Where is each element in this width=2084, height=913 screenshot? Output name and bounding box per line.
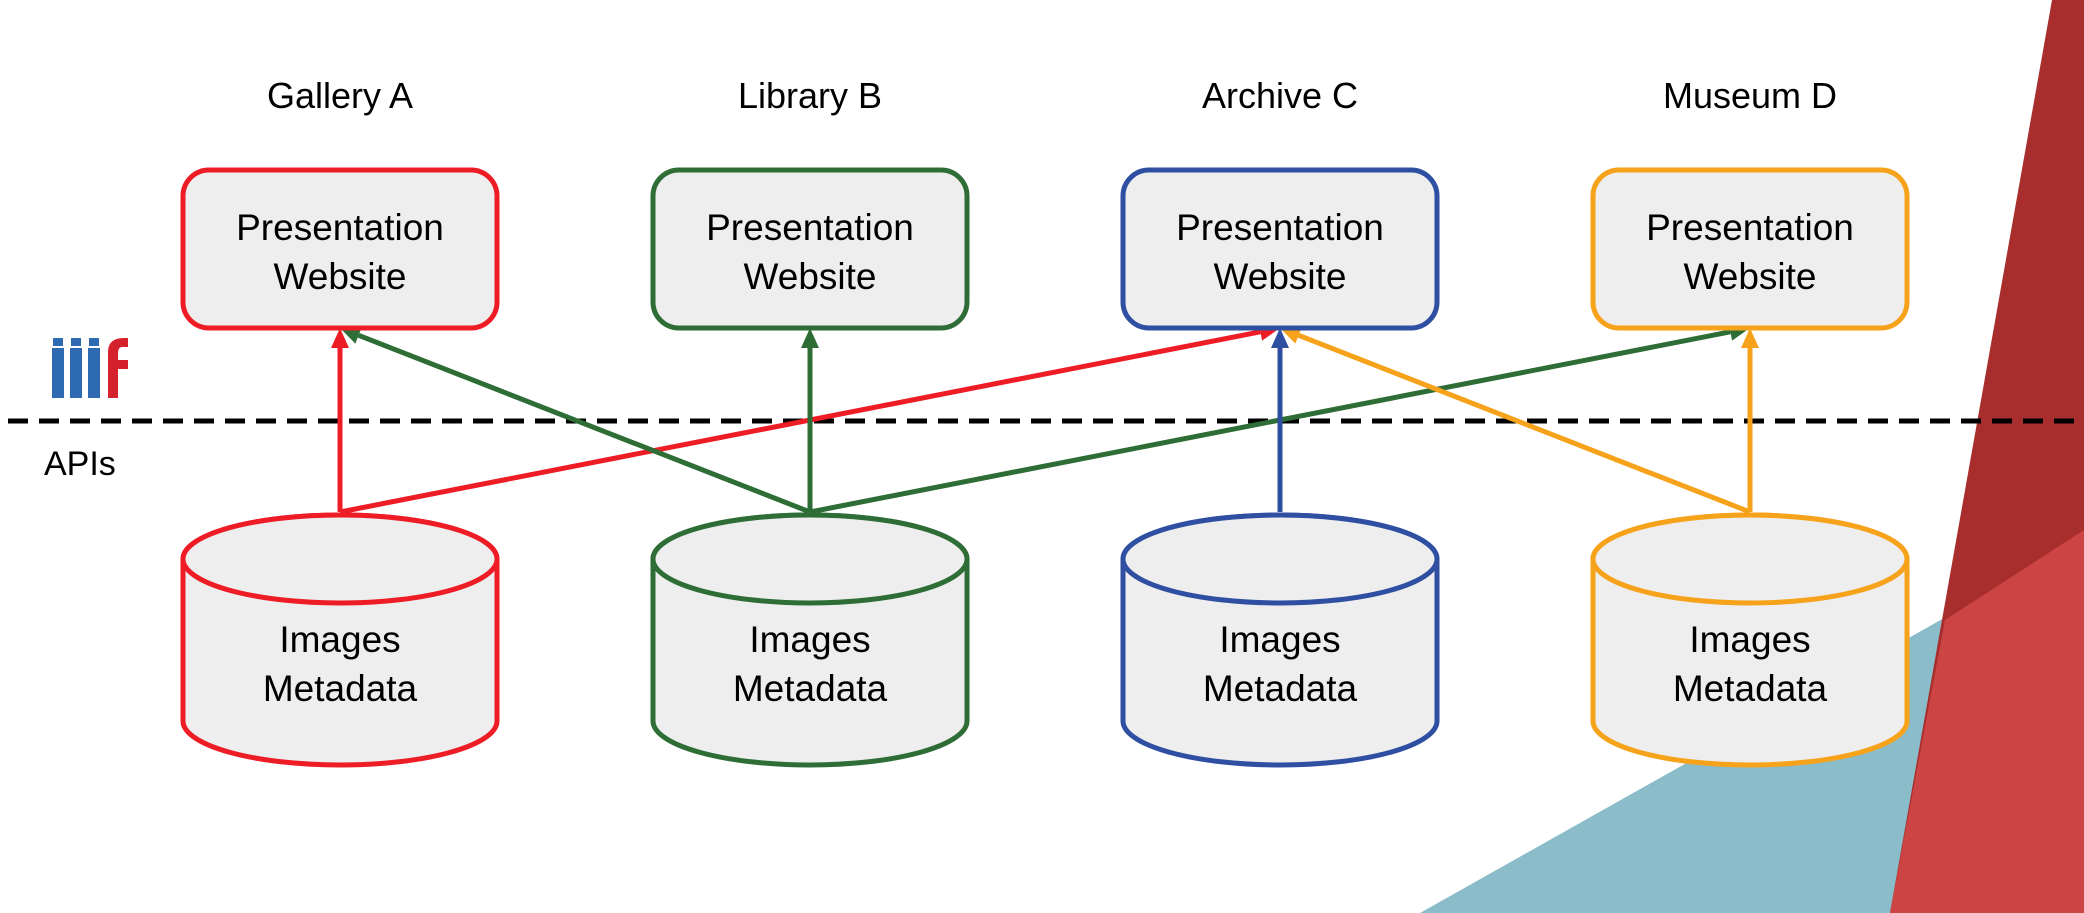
presentation-website-label-library-b: Website xyxy=(744,256,877,297)
arrow-museum-d-to-archive-c xyxy=(1280,326,1751,515)
images-metadata-label-library-b: Images xyxy=(749,619,870,660)
api-label: APIs xyxy=(44,445,116,483)
presentation-website-label-gallery-a: Presentation xyxy=(236,207,444,248)
arrow-shaft xyxy=(357,332,811,515)
arrow-head xyxy=(1741,328,1759,348)
arrow-head xyxy=(331,328,349,348)
iiif-logo xyxy=(52,338,128,398)
column-museum-d: Museum D PresentationWebsiteImagesMetadat… xyxy=(1590,75,1910,768)
institution-name-museum-d: Museum D xyxy=(1663,75,1837,116)
images-metadata-label-library-b: Metadata xyxy=(733,668,888,709)
images-metadata-label-archive-c: Metadata xyxy=(1203,668,1358,709)
presentation-website-box-gallery-a xyxy=(180,167,500,331)
presentation-website-label-gallery-a: Website xyxy=(274,256,407,297)
presentation-website-label-archive-c: Presentation xyxy=(1176,207,1384,248)
presentation-website-box-museum-d xyxy=(1590,167,1910,331)
arrow-gallery-a-to-gallery-a xyxy=(331,328,349,512)
iiif-logo-dot-2 xyxy=(71,338,81,346)
presentation-website-label-archive-c: Website xyxy=(1214,256,1347,297)
institution-columns: Gallery A PresentationWebsiteImagesMetada… xyxy=(180,75,1910,768)
images-metadata-label-museum-d: Metadata xyxy=(1673,668,1828,709)
arrow-shaft xyxy=(339,329,1261,515)
iiif-logo-dot-3 xyxy=(89,338,99,346)
arrow-head xyxy=(801,328,819,348)
images-metadata-label-gallery-a: Metadata xyxy=(263,668,418,709)
store-top-archive-c xyxy=(1120,512,1440,606)
arrow-head xyxy=(1271,328,1289,348)
iiif-logo-f xyxy=(108,338,128,398)
column-archive-c: Archive C PresentationWebsiteImagesMetada… xyxy=(1120,75,1440,768)
connections-layer xyxy=(331,323,1759,515)
arrow-shaft xyxy=(1297,332,1751,515)
column-library-b: Library B PresentationWebsiteImagesMetada… xyxy=(650,75,970,768)
iiif-logo-stem-2 xyxy=(70,348,82,398)
iiif-logo-stem-1 xyxy=(52,348,64,398)
arrow-head xyxy=(340,326,362,344)
iiif-logo-dot-1 xyxy=(53,338,63,346)
institution-name-library-b: Library B xyxy=(738,75,882,116)
arrow-library-b-to-library-b xyxy=(801,328,819,512)
store-top-library-b xyxy=(650,512,970,606)
arrow-shaft xyxy=(809,329,1731,515)
presentation-website-label-museum-d: Website xyxy=(1684,256,1817,297)
arrow-library-b-to-gallery-a xyxy=(340,326,811,515)
presentation-website-label-museum-d: Presentation xyxy=(1646,207,1854,248)
iiif-logo-stem-3 xyxy=(88,348,100,398)
images-metadata-label-museum-d: Images xyxy=(1689,619,1810,660)
column-gallery-a: Gallery A PresentationWebsiteImagesMetada… xyxy=(180,75,500,768)
presentation-website-box-archive-c xyxy=(1120,167,1440,331)
arrow-head xyxy=(1280,326,1302,344)
institution-name-archive-c: Archive C xyxy=(1202,75,1358,116)
images-metadata-label-archive-c: Images xyxy=(1219,619,1340,660)
images-metadata-label-gallery-a: Images xyxy=(279,619,400,660)
arrow-archive-c-to-archive-c xyxy=(1271,328,1289,512)
presentation-website-box-library-b xyxy=(650,167,970,331)
store-top-gallery-a xyxy=(180,512,500,606)
arrow-museum-d-to-museum-d xyxy=(1741,328,1759,512)
institution-name-gallery-a: Gallery A xyxy=(267,75,413,116)
background-red-shape xyxy=(1890,530,2084,913)
presentation-website-label-library-b: Presentation xyxy=(706,207,914,248)
store-top-museum-d xyxy=(1590,512,1910,606)
